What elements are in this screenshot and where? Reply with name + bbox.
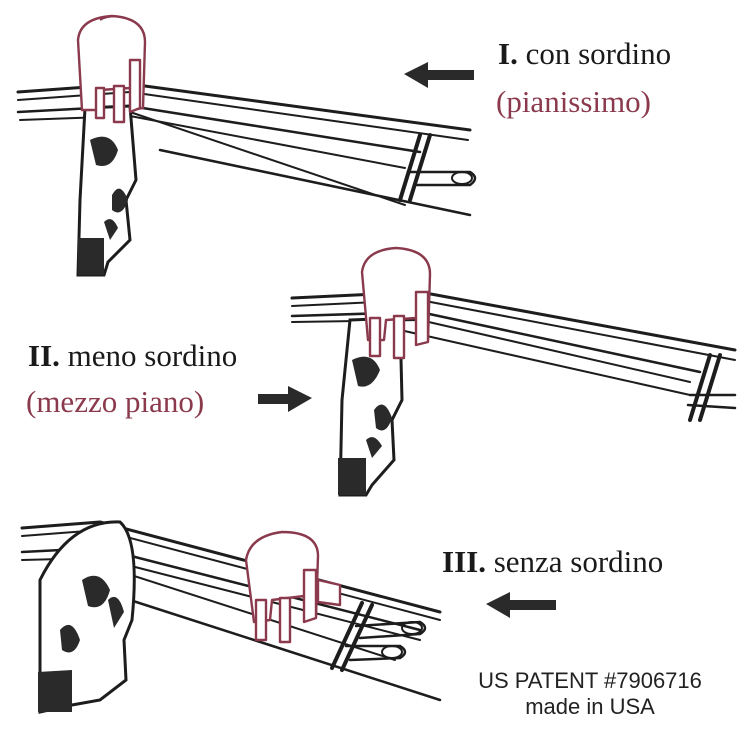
bridge-2 (338, 316, 404, 497)
position-2-dynamic: (mezzo piano) (26, 384, 205, 419)
tailpiece-1 (398, 133, 477, 202)
right-arrow-icon (258, 386, 312, 412)
position-3-term: senza sordino (493, 544, 664, 579)
position-2-numeral: II. (28, 338, 60, 373)
tailpiece-3 (330, 601, 427, 672)
position-1-numeral: I. (498, 36, 518, 71)
position-2-illustration (290, 246, 737, 497)
left-arrow-icon (404, 62, 474, 88)
position-3-illustration (20, 520, 442, 714)
made-in: made in USA (525, 694, 655, 720)
tailpiece-2 (686, 353, 737, 422)
mute-3 (244, 530, 342, 644)
position-3-label: III. senza sordino (442, 546, 663, 577)
mute-1 (76, 14, 147, 124)
position-1-term: con sordino (525, 36, 672, 71)
position-3-numeral: III. (442, 544, 486, 579)
bridge-3 (38, 520, 136, 714)
mute-2 (360, 246, 432, 360)
bridge-1 (76, 104, 138, 277)
patent-number: US PATENT #7906716 (478, 668, 702, 693)
left-arrow-icon (486, 592, 556, 618)
position-1-label: I. con sordino (498, 38, 671, 69)
patent-notice: US PATENT #7906716 made in USA (452, 668, 728, 721)
position-2-term: meno sordino (67, 338, 238, 373)
position-1-dynamic: (pianissimo) (496, 84, 651, 119)
position-1-illustration (16, 14, 477, 277)
position-2-label: II. meno sordino (28, 340, 237, 371)
